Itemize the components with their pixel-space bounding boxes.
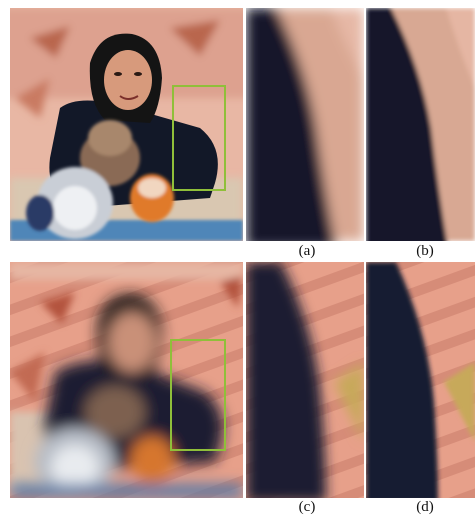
crop-c: [246, 262, 364, 498]
bottom-highlight-box: [170, 339, 226, 451]
crop-d: [366, 262, 475, 498]
top-photo-svg: [10, 8, 243, 241]
label-b: (b): [416, 243, 434, 259]
crop-b: [366, 8, 475, 241]
top-highlight-box: [172, 85, 226, 191]
crop-a: [246, 8, 364, 241]
crop-d-svg: [366, 262, 475, 498]
bottom-photo-svg: [10, 262, 243, 498]
top-photo: [10, 8, 243, 241]
crop-a-svg: [246, 8, 364, 241]
bottom-photo: [10, 262, 243, 498]
label-c: (c): [298, 499, 316, 515]
label-a: (a): [298, 243, 316, 259]
crop-b-svg: [366, 8, 475, 241]
crop-c-svg: [246, 262, 364, 498]
label-d: (d): [416, 499, 434, 515]
